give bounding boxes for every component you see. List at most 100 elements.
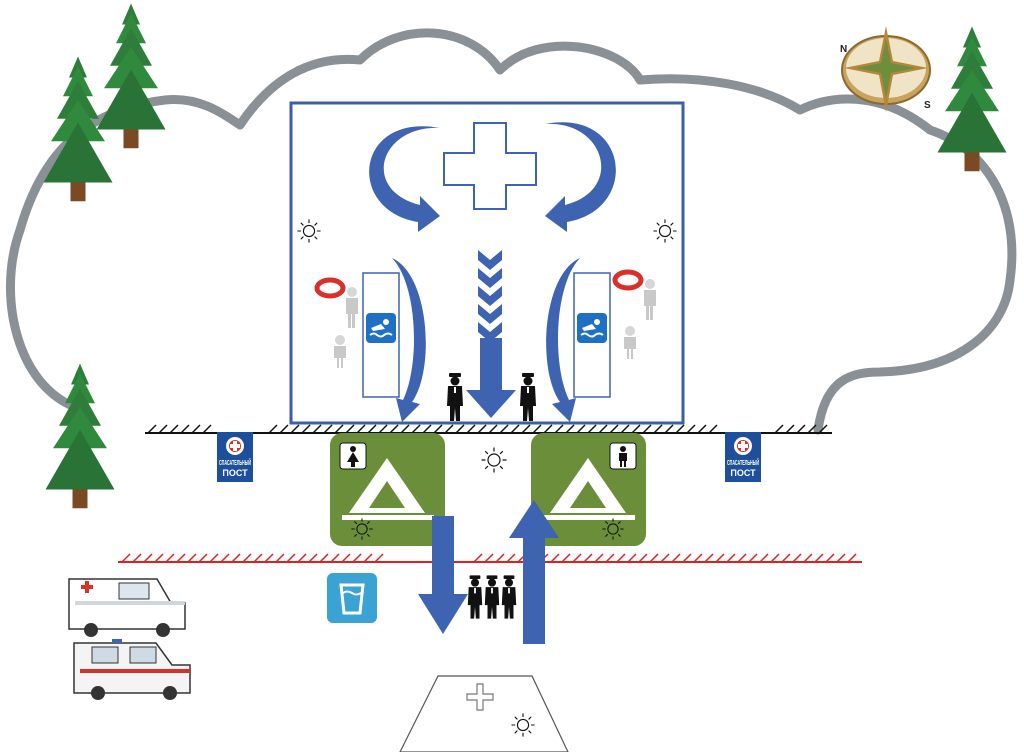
rescue-post-line1: СПАСАТЕЛЬНЫЙ (727, 458, 759, 467)
down-arrow-center (466, 338, 516, 418)
ambulance-icon (73, 639, 191, 700)
hatch-mark (191, 424, 201, 434)
rescue-post-line2: ПОСТ (730, 468, 756, 478)
sun-icon (481, 447, 507, 473)
hatch-mark (143, 553, 153, 563)
hatch-mark (616, 553, 626, 563)
hatch-mark (774, 424, 784, 434)
hatch-mark (814, 553, 824, 563)
hatch-mark (576, 424, 586, 434)
hatch-mark (275, 553, 285, 563)
hatch-mark (198, 553, 208, 563)
hatch-mark (759, 553, 769, 563)
hatch-mark (473, 553, 483, 563)
entry-arrow-up (509, 500, 559, 644)
lifebuoy-person-icon (612, 269, 656, 320)
red-boundary-line (118, 553, 862, 563)
men-icon (609, 442, 637, 470)
hatch-mark (352, 553, 362, 563)
hatch-mark (132, 553, 142, 563)
hatch-mark (693, 553, 703, 563)
curved-arrow-left (369, 126, 440, 232)
hatch-mark (649, 553, 659, 563)
police-icon (484, 575, 500, 619)
rescue-post-line1: СПАСАТЕЛЬНЫЙ (219, 458, 251, 467)
hatch-mark (308, 553, 318, 563)
hatch-mark (803, 553, 813, 563)
swimmer-sign-icon (366, 313, 396, 343)
hatch-mark (444, 424, 454, 434)
exit-arrow-down (418, 516, 468, 634)
hatch-mark (319, 553, 329, 563)
hatch-mark (631, 424, 641, 434)
hatch-mark (433, 424, 443, 434)
curved-arrow-lane-left (392, 258, 426, 422)
hatch-mark (484, 553, 494, 563)
drinking-water-icon[interactable] (327, 573, 377, 623)
medical-point[interactable] (399, 675, 569, 752)
hatch-mark (818, 424, 828, 434)
hatch-mark (389, 424, 399, 434)
hatch-mark (796, 424, 806, 434)
hatch-mark (748, 553, 758, 563)
hatch-mark (312, 424, 322, 434)
hatch-mark (704, 553, 714, 563)
hatch-mark (301, 424, 311, 434)
hatch-mark (836, 553, 846, 563)
hatch-mark (356, 424, 366, 434)
hatch-mark (455, 424, 465, 434)
hatch-mark (202, 424, 212, 434)
hatch-mark (792, 553, 802, 563)
hatch-mark (180, 424, 190, 434)
hatch-mark (279, 424, 289, 434)
hatch-mark (378, 424, 388, 434)
hatch-mark (554, 424, 564, 434)
hatch-mark (682, 553, 692, 563)
compass-south-label: S (924, 100, 931, 111)
hatch-mark (708, 424, 718, 434)
hatch-mark (374, 553, 384, 563)
person-icon (624, 326, 636, 359)
lifebuoy-person-icon (314, 277, 358, 328)
hatch-mark (147, 424, 157, 434)
hatch-mark (286, 553, 296, 563)
hatch-mark (323, 424, 333, 434)
hatch-mark (231, 553, 241, 563)
hatch-mark (605, 553, 615, 563)
hatch-mark (345, 424, 355, 434)
rescue-post-icon[interactable]: СПАСАТЕЛЬНЫЙ ПОСТ (217, 432, 253, 482)
rescue-post-icon[interactable]: СПАСАТЕЛЬНЫЙ ПОСТ (725, 432, 761, 482)
hatch-mark (653, 424, 663, 434)
shoreline (145, 424, 832, 434)
hatch-mark (642, 424, 652, 434)
hatch-mark (187, 553, 197, 563)
hatch-mark (297, 553, 307, 563)
hatch-mark (550, 553, 560, 563)
hatch-mark (781, 553, 791, 563)
hatch-mark (697, 424, 707, 434)
curved-arrow-lane-right (546, 258, 580, 422)
hatch-mark (620, 424, 630, 434)
hatch-mark (400, 424, 410, 434)
hatch-mark (561, 553, 571, 563)
tent-men[interactable] (531, 433, 646, 546)
hatch-mark (510, 424, 520, 434)
tree-icon (96, 3, 166, 149)
compass-north-label: N (840, 44, 847, 55)
hatch-mark (572, 553, 582, 563)
tent-women[interactable] (330, 433, 445, 546)
hatch-mark (268, 424, 278, 434)
hatch-mark (675, 424, 685, 434)
cross-icon (443, 122, 537, 210)
tree-icon (45, 363, 115, 509)
hatch-mark (770, 553, 780, 563)
hatch-mark (158, 424, 168, 434)
hatch-mark (169, 424, 179, 434)
police-icon (467, 575, 483, 619)
hatch-mark (499, 424, 509, 434)
hatch-mark (565, 424, 575, 434)
hatch-mark (220, 553, 230, 563)
hatch-mark (598, 424, 608, 434)
hatch-mark (264, 553, 274, 563)
hatch-mark (341, 553, 351, 563)
